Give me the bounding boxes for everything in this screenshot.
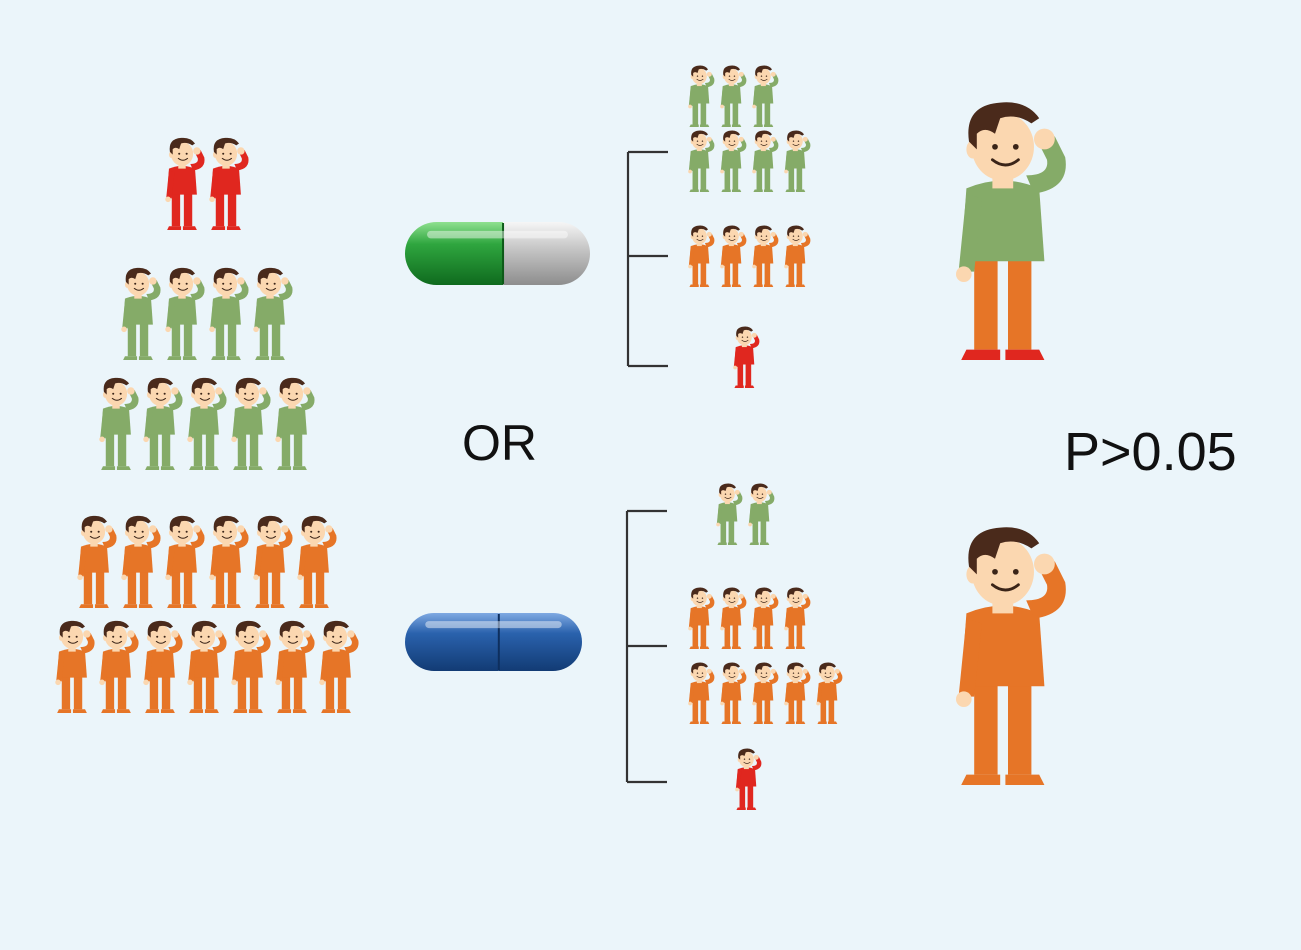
outcome-person-orange [784, 587, 811, 649]
population-person-green [253, 267, 293, 360]
outcome-person-green [716, 483, 743, 545]
population-person-orange [143, 620, 183, 713]
population-person-green [99, 377, 139, 470]
outcome-person-orange [784, 662, 811, 724]
population-person-orange [297, 515, 337, 608]
or-label: OR [462, 415, 537, 471]
population-person-green [165, 267, 205, 360]
outcome-person-green [752, 65, 779, 127]
bracket-layer [625, 150, 668, 784]
outcome-person-green [688, 65, 715, 127]
population-person-orange [77, 515, 117, 608]
people-layer [55, 65, 1066, 810]
population-person-orange [275, 620, 315, 713]
population-person-orange [319, 620, 359, 713]
summary-person-2 [956, 527, 1066, 785]
green-grey-capsule [405, 222, 591, 285]
population-person-orange [99, 620, 139, 713]
bracket-treatment-1 [626, 150, 668, 368]
summary-person-1 [956, 102, 1066, 360]
population-person-orange [121, 515, 161, 608]
outcome-person-orange [688, 587, 715, 649]
pill-layer [405, 222, 591, 671]
outcome-person-green [720, 130, 747, 192]
outcome-person-red [733, 326, 760, 388]
population-person-red [209, 137, 249, 230]
population-person-green [121, 267, 161, 360]
population-person-orange [165, 515, 205, 608]
outcome-person-orange [720, 225, 747, 287]
population-person-green [187, 377, 227, 470]
p-value-label: P>0.05 [1064, 422, 1237, 482]
population-person-orange [231, 620, 271, 713]
population-person-orange [55, 620, 95, 713]
outcome-person-orange [720, 662, 747, 724]
outcome-person-green [752, 130, 779, 192]
outcome-person-green [688, 130, 715, 192]
outcome-person-orange [816, 662, 843, 724]
outcome-person-green [784, 130, 811, 192]
outcome-person-red [735, 748, 762, 810]
outcome-person-orange [752, 225, 779, 287]
outcome-person-orange [688, 225, 715, 287]
outcome-person-orange [752, 662, 779, 724]
blue-capsule [405, 613, 582, 671]
bracket-treatment-2 [625, 509, 667, 784]
outcome-person-green [748, 483, 775, 545]
population-person-orange [187, 620, 227, 713]
population-person-green [209, 267, 249, 360]
population-person-green [143, 377, 183, 470]
population-person-orange [253, 515, 293, 608]
outcome-person-orange [784, 225, 811, 287]
outcome-person-orange [720, 587, 747, 649]
outcome-person-orange [752, 587, 779, 649]
outcome-person-green [720, 65, 747, 127]
outcome-person-orange [688, 662, 715, 724]
population-person-orange [209, 515, 249, 608]
population-person-red [165, 137, 205, 230]
population-person-green [231, 377, 271, 470]
population-person-green [275, 377, 315, 470]
